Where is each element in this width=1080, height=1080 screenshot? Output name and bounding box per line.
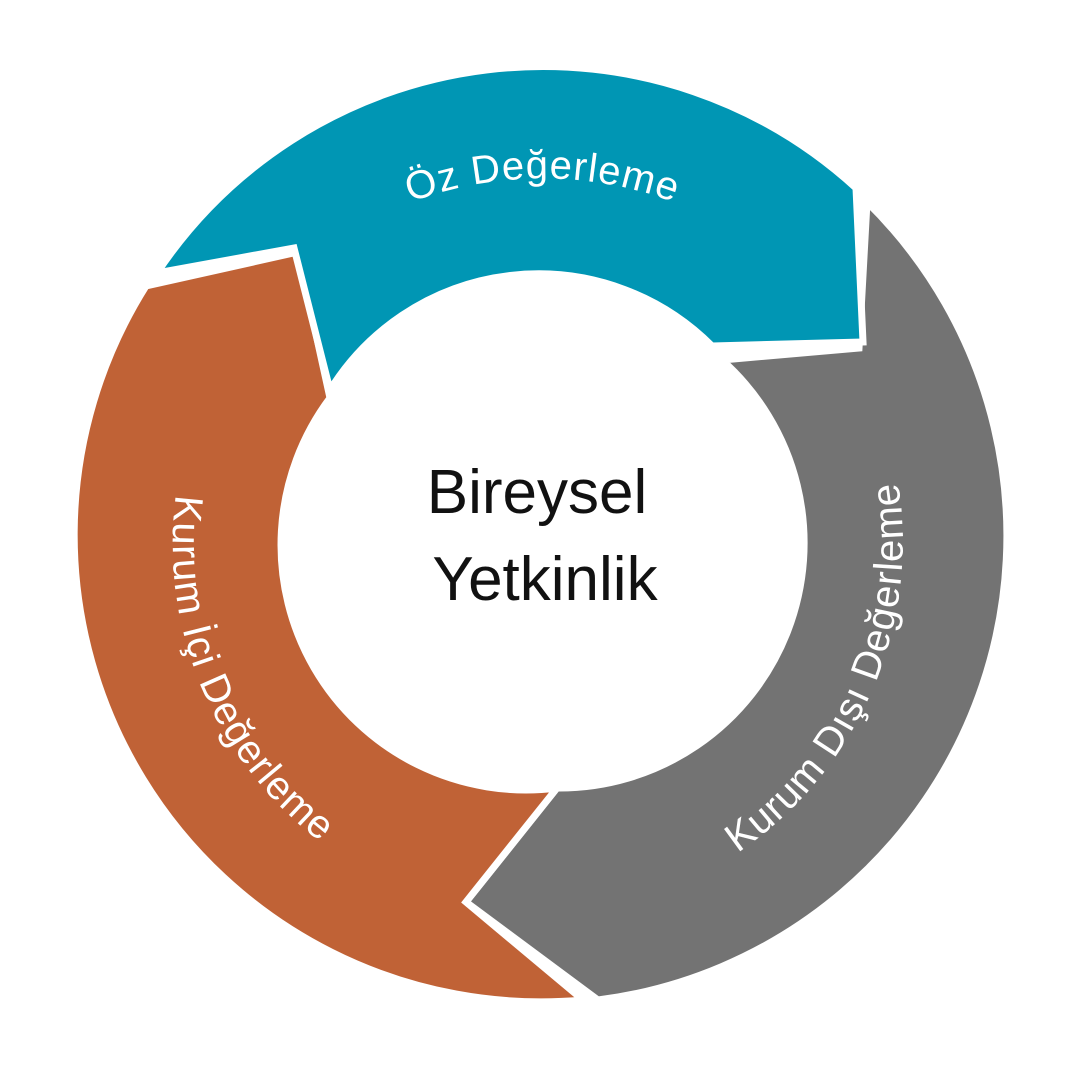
- center-title-line1: Bireysel: [427, 458, 648, 527]
- center-circle: [290, 282, 790, 782]
- center-title-line2: Yetkinlik: [432, 545, 658, 614]
- segment-oz: [149, 63, 867, 399]
- segment-kurum-ici: [70, 247, 592, 1006]
- segment-kurum-disi: [461, 194, 1011, 1004]
